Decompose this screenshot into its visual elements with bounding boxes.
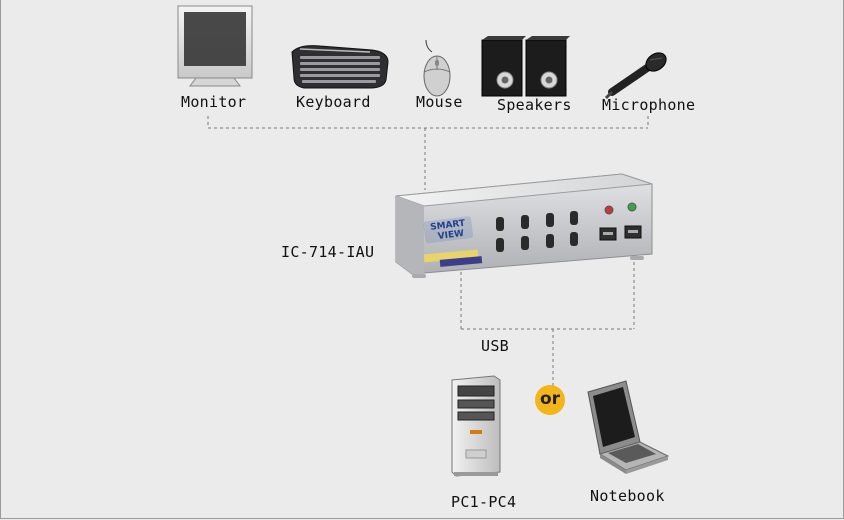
switch-model-label: IC-714-IAU xyxy=(281,243,375,261)
usb-label: USB xyxy=(481,337,509,355)
speakers-icon xyxy=(481,36,570,97)
microphone-icon xyxy=(604,52,667,100)
speakers-label: Speakers xyxy=(497,96,572,114)
mouse-icon xyxy=(423,39,451,97)
svg-text:SMART: SMART xyxy=(430,219,467,233)
monitor-label: Monitor xyxy=(181,93,247,111)
keyboard-icon xyxy=(291,45,389,89)
notebook-icon xyxy=(587,380,670,474)
kvm-switch-icon: SMART VIEW xyxy=(395,173,653,278)
notebook-label: Notebook xyxy=(590,487,665,505)
keyboard-label: Keyboard xyxy=(296,93,371,111)
pc-tower-icon xyxy=(451,375,501,477)
microphone-label: Microphone xyxy=(602,96,696,114)
svg-text:VIEW: VIEW xyxy=(437,229,464,242)
connection-lines xyxy=(207,116,649,386)
mouse-label: Mouse xyxy=(416,93,463,111)
smart-view-logo: SMART VIEW xyxy=(423,216,474,244)
monitor-icon xyxy=(177,5,253,87)
pc-label: PC1-PC4 xyxy=(451,493,517,511)
or-badge: or xyxy=(535,385,565,415)
